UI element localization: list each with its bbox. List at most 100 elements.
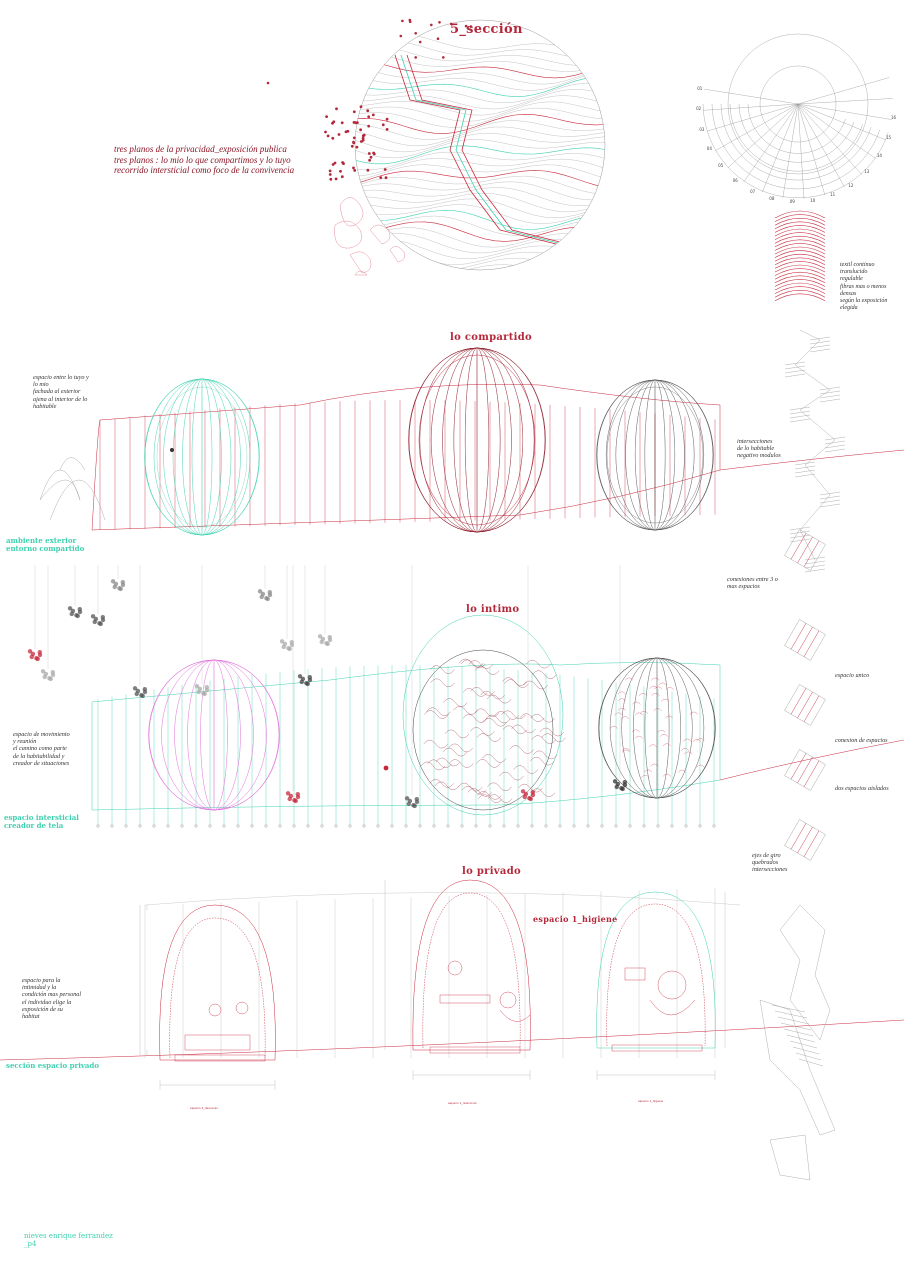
note-line: intimidad y la [22,984,57,992]
zigzag-rung [784,365,806,370]
plant-leaf [411,802,416,808]
note-line: intersecciones [737,438,773,445]
texture-scribble [453,706,478,715]
shared-right-note: intersecciones de lo habitable negativo … [737,438,781,460]
texture-scribble [648,744,658,748]
private-callout: espacio 1_higiene [533,914,618,924]
contour-line [355,71,605,91]
zigzag-rung [819,398,841,403]
zigzag-rung [819,495,841,500]
zigzag-rung [789,534,811,539]
texture-scribble [513,765,538,774]
plant-leaf [619,785,624,791]
texture-scribble [649,685,658,689]
module-tile-line [790,823,807,850]
egg-rib [153,378,251,536]
egg-rib [182,378,222,536]
footer-line: ambiente exterior [6,536,77,545]
compass-tick-label: 11 [830,192,836,198]
plant-leaf [267,590,273,595]
stair-step [780,1022,812,1031]
egg-rib [201,378,203,536]
plant-leaf [257,589,263,594]
red-dot [367,152,371,155]
compass-tick-label: 02 [696,106,702,112]
zigzag-rung [824,444,846,449]
fan-ray [797,103,876,159]
post-foot [530,824,534,828]
plant-leaf [307,675,313,680]
red-dot [328,173,332,176]
stair-outline [779,904,831,1041]
contour-line [355,204,605,224]
red-dot [384,176,388,180]
plant-leaf [327,635,333,640]
texture-scribble [501,710,526,719]
contour-line [355,221,605,242]
red-dot [367,124,371,128]
texture-scribble [476,733,502,742]
plant-leaf [69,611,74,617]
texture-scribble [520,713,545,722]
egg-rib [200,659,228,811]
egg-rib [609,657,705,799]
egg-rib [191,378,213,536]
textile-fold [774,279,826,287]
texture-scribble [526,659,551,669]
egg-rib [442,347,512,533]
plant-leaf [29,654,34,660]
post-foot [460,824,464,828]
note-line: el individuo elige la [22,998,72,1006]
intro-line: tres planos de la privacidad_exposición … [114,144,287,154]
texture-scribble [541,733,566,742]
red-dot [352,166,355,170]
egg-rib [174,659,254,811]
note-line: intersecciones [752,866,788,874]
intimate-footer: espacio intersticial creador de tela [4,814,79,830]
egg-rib [621,657,693,799]
plant-leaf [139,692,144,698]
fan-ray [797,103,892,120]
zigzag-rung [804,564,826,569]
plant-leaf [194,684,200,689]
post-foot [698,824,702,828]
red-dot [332,120,336,124]
textile-fold [774,271,826,280]
plant-leaf [77,607,83,612]
zigzag-rung [789,530,811,535]
plant-leaf [204,685,210,690]
textile-fold [774,264,826,273]
contour-line [355,76,605,97]
compass-tick-label: 08 [769,195,775,201]
post-foot [656,824,660,828]
post-foot [502,824,506,828]
texture-scribble [696,738,705,741]
egg-rib [633,657,681,799]
module-tile-line [790,753,807,780]
plant-leaf [614,784,619,790]
textile-fold [774,232,826,240]
fan-arc [729,103,863,172]
texture-scribble [487,794,513,803]
contour-line [355,287,605,305]
post-foot [236,824,240,828]
compass-tick-label: 07 [750,188,756,194]
contour-line [355,244,605,265]
texture-scribble [662,743,671,747]
author-name: nieves enrique ferrandez [24,1232,113,1240]
plant-leaf [324,640,329,646]
red-dot [333,161,337,165]
compass-tick-label: 15 [886,134,892,140]
zigzag-rung [794,469,816,474]
texture-scribble [462,714,488,723]
texture-scribble [632,701,641,705]
note-line: espacio de movimiento [13,731,70,738]
fan-ray [727,103,799,169]
contour-line [355,101,605,122]
texture-scribble [424,710,449,719]
plant-leaf [37,650,43,655]
post-foot [544,824,548,828]
egg-rib [408,347,546,533]
note-line: espacio entre lo tuyo y [33,374,89,381]
red-dot [331,163,335,166]
